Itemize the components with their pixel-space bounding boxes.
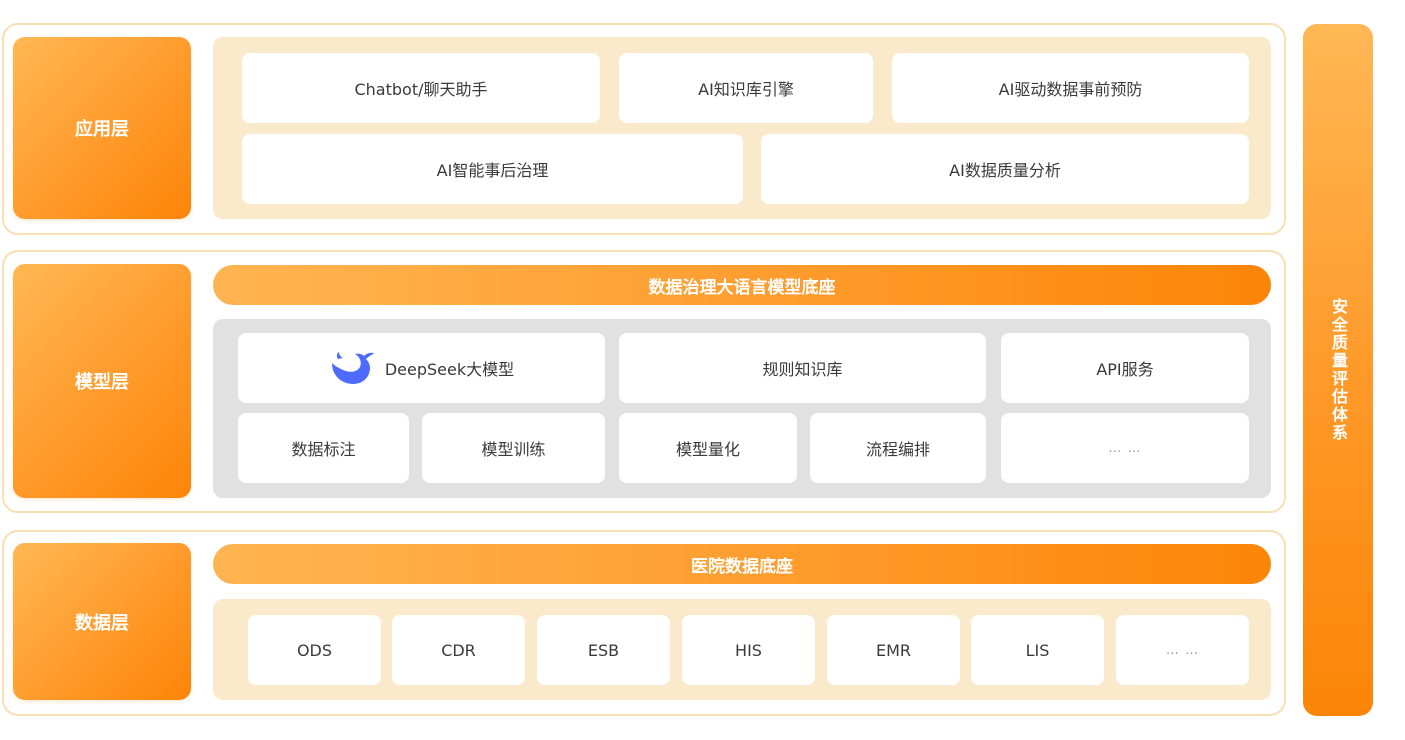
model-banner: 数据治理大语言模型底座 [213, 265, 1271, 305]
data-card-ods: ODS [248, 615, 381, 685]
app-card-quality-analysis: AI数据质量分析 [761, 134, 1249, 204]
data-card-emr: EMR [827, 615, 960, 685]
data-card-cdr: CDR [392, 615, 525, 685]
app-card-chatbot: Chatbot/聊天助手 [242, 53, 600, 123]
model-card-deepseek: DeepSeek大模型 [238, 333, 605, 403]
whale-icon [329, 349, 375, 387]
app-card-knowledge-engine: AI知识库引擎 [619, 53, 873, 123]
data-card-esb: ESB [537, 615, 670, 685]
app-card-governance: AI智能事后治理 [242, 134, 743, 204]
data-card-lis: LIS [971, 615, 1104, 685]
application-layer-label: 应用层 [13, 37, 191, 219]
model-card-rule-kb: 规则知识库 [619, 333, 986, 403]
data-card-his: HIS [682, 615, 815, 685]
model-card-api: API服务 [1001, 333, 1249, 403]
model-card-training: 模型训练 [422, 413, 605, 483]
model-layer-label: 模型层 [13, 264, 191, 498]
data-layer-label: 数据层 [13, 543, 191, 700]
security-evaluation-bar: 安全质量评估体系 [1303, 24, 1373, 716]
model-card-quantization: 模型量化 [619, 413, 797, 483]
security-evaluation-label: 安全质量评估体系 [1329, 298, 1348, 442]
app-card-prevention: AI驱动数据事前预防 [892, 53, 1249, 123]
model-card-annotation: 数据标注 [238, 413, 409, 483]
model-card-more: … … [1001, 413, 1249, 483]
model-card-orchestration: 流程编排 [810, 413, 986, 483]
data-banner: 医院数据底座 [213, 544, 1271, 584]
data-card-more: … … [1116, 615, 1249, 685]
